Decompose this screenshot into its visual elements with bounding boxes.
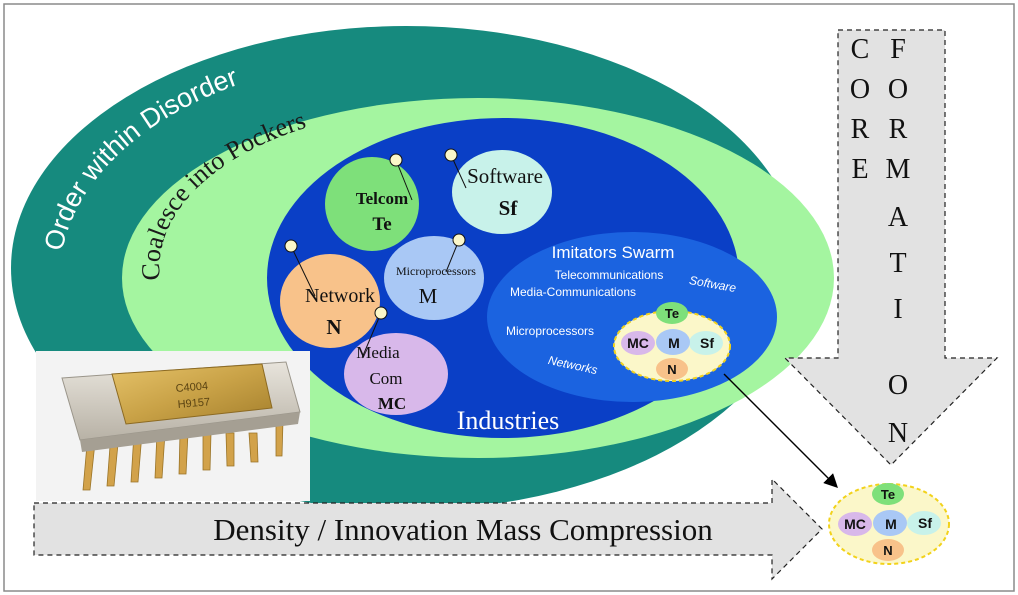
- final-core-sf: Sf: [918, 515, 932, 531]
- chip-text-1: C4004: [175, 380, 208, 395]
- pin-callouts: [284, 148, 467, 359]
- swarm-media: Media-Communications: [510, 285, 636, 299]
- final-core-sf-bubble: [907, 511, 941, 535]
- swarm-core-te: Te: [665, 306, 679, 321]
- swarm-core-mc: MC: [627, 335, 649, 351]
- bubble-media: Media Com MC: [344, 333, 448, 415]
- media-abbr: MC: [378, 394, 406, 413]
- formation-letter-o2: O: [888, 370, 908, 401]
- telcom-name: Telcom: [356, 189, 408, 208]
- final-core-cluster: Te MC M Sf N: [828, 483, 950, 565]
- micro-abbr: M: [419, 284, 438, 308]
- final-core-te-bubble: [872, 483, 904, 505]
- telcom-abbr: Te: [372, 214, 391, 235]
- media-line2: Com: [369, 369, 402, 388]
- final-core-mc-bubble: [838, 512, 872, 536]
- final-core-m: M: [885, 516, 897, 532]
- bubble-software: Software Sf: [452, 150, 552, 234]
- final-core-te: Te: [881, 487, 895, 502]
- formation-letter-a: A: [888, 202, 909, 233]
- software-name: Software: [467, 164, 543, 188]
- network-name: Network: [305, 285, 375, 307]
- bubble-telcom: Telcom Te: [325, 157, 419, 251]
- final-core-m-bubble: [873, 510, 907, 536]
- final-core-n-bubble: [872, 539, 904, 561]
- chip-photo: C4004 H9157: [36, 351, 310, 501]
- chip-text-2: H9157: [177, 396, 210, 411]
- formation-letter-n: N: [888, 418, 908, 449]
- bubble-micro: Microprocessors M: [384, 236, 484, 320]
- formation-letter-o: O: [888, 74, 908, 105]
- swarm-telecom: Telecommunications: [555, 268, 664, 282]
- software-abbr: Sf: [499, 196, 519, 220]
- swarm-core-cluster: Te MC M Sf N: [613, 302, 731, 382]
- formation-letter-r: R: [889, 114, 908, 145]
- formation-letter-t: T: [889, 248, 906, 279]
- network-abbr: N: [326, 315, 341, 339]
- media-line1: Media: [356, 343, 400, 362]
- swarm-core-sf: Sf: [700, 335, 714, 351]
- core-formation-text: C O R E F O R M A T I O N: [850, 34, 911, 449]
- swarm-core-n: N: [667, 362, 676, 377]
- swarm-core-n-bubble: [656, 358, 688, 380]
- final-core-mc: MC: [844, 516, 866, 532]
- formation-letter-i: I: [893, 294, 902, 325]
- core-link-arrow: [723, 373, 838, 488]
- core-letter-r: R: [851, 114, 870, 145]
- swarm-core-mc-bubble: [621, 331, 655, 355]
- inner-label: Industries: [457, 406, 560, 435]
- core-letter-c: C: [851, 34, 870, 65]
- bubble-network: Network N: [280, 254, 380, 348]
- formation-letter-m: M: [886, 154, 911, 185]
- swarm-title: Imitators Swarm: [552, 243, 675, 262]
- bottom-arrow-label: Density / Innovation Mass Compression: [213, 512, 713, 547]
- swarm-core-m-bubble: [656, 329, 690, 355]
- swarm-core-m: M: [668, 335, 680, 351]
- final-core-n: N: [883, 543, 892, 558]
- swarm-core-te-bubble: [656, 302, 688, 324]
- swarm-micro: Microprocessors: [506, 324, 594, 338]
- swarm-core-sf-bubble: [689, 331, 723, 355]
- core-letter-e: E: [851, 154, 868, 185]
- bottom-arrow: [33, 477, 823, 581]
- core-formation-arrow: [783, 29, 999, 466]
- micro-name: Microprocessors: [396, 264, 476, 278]
- core-letter-o: O: [850, 74, 870, 105]
- formation-letter-f: F: [890, 34, 906, 65]
